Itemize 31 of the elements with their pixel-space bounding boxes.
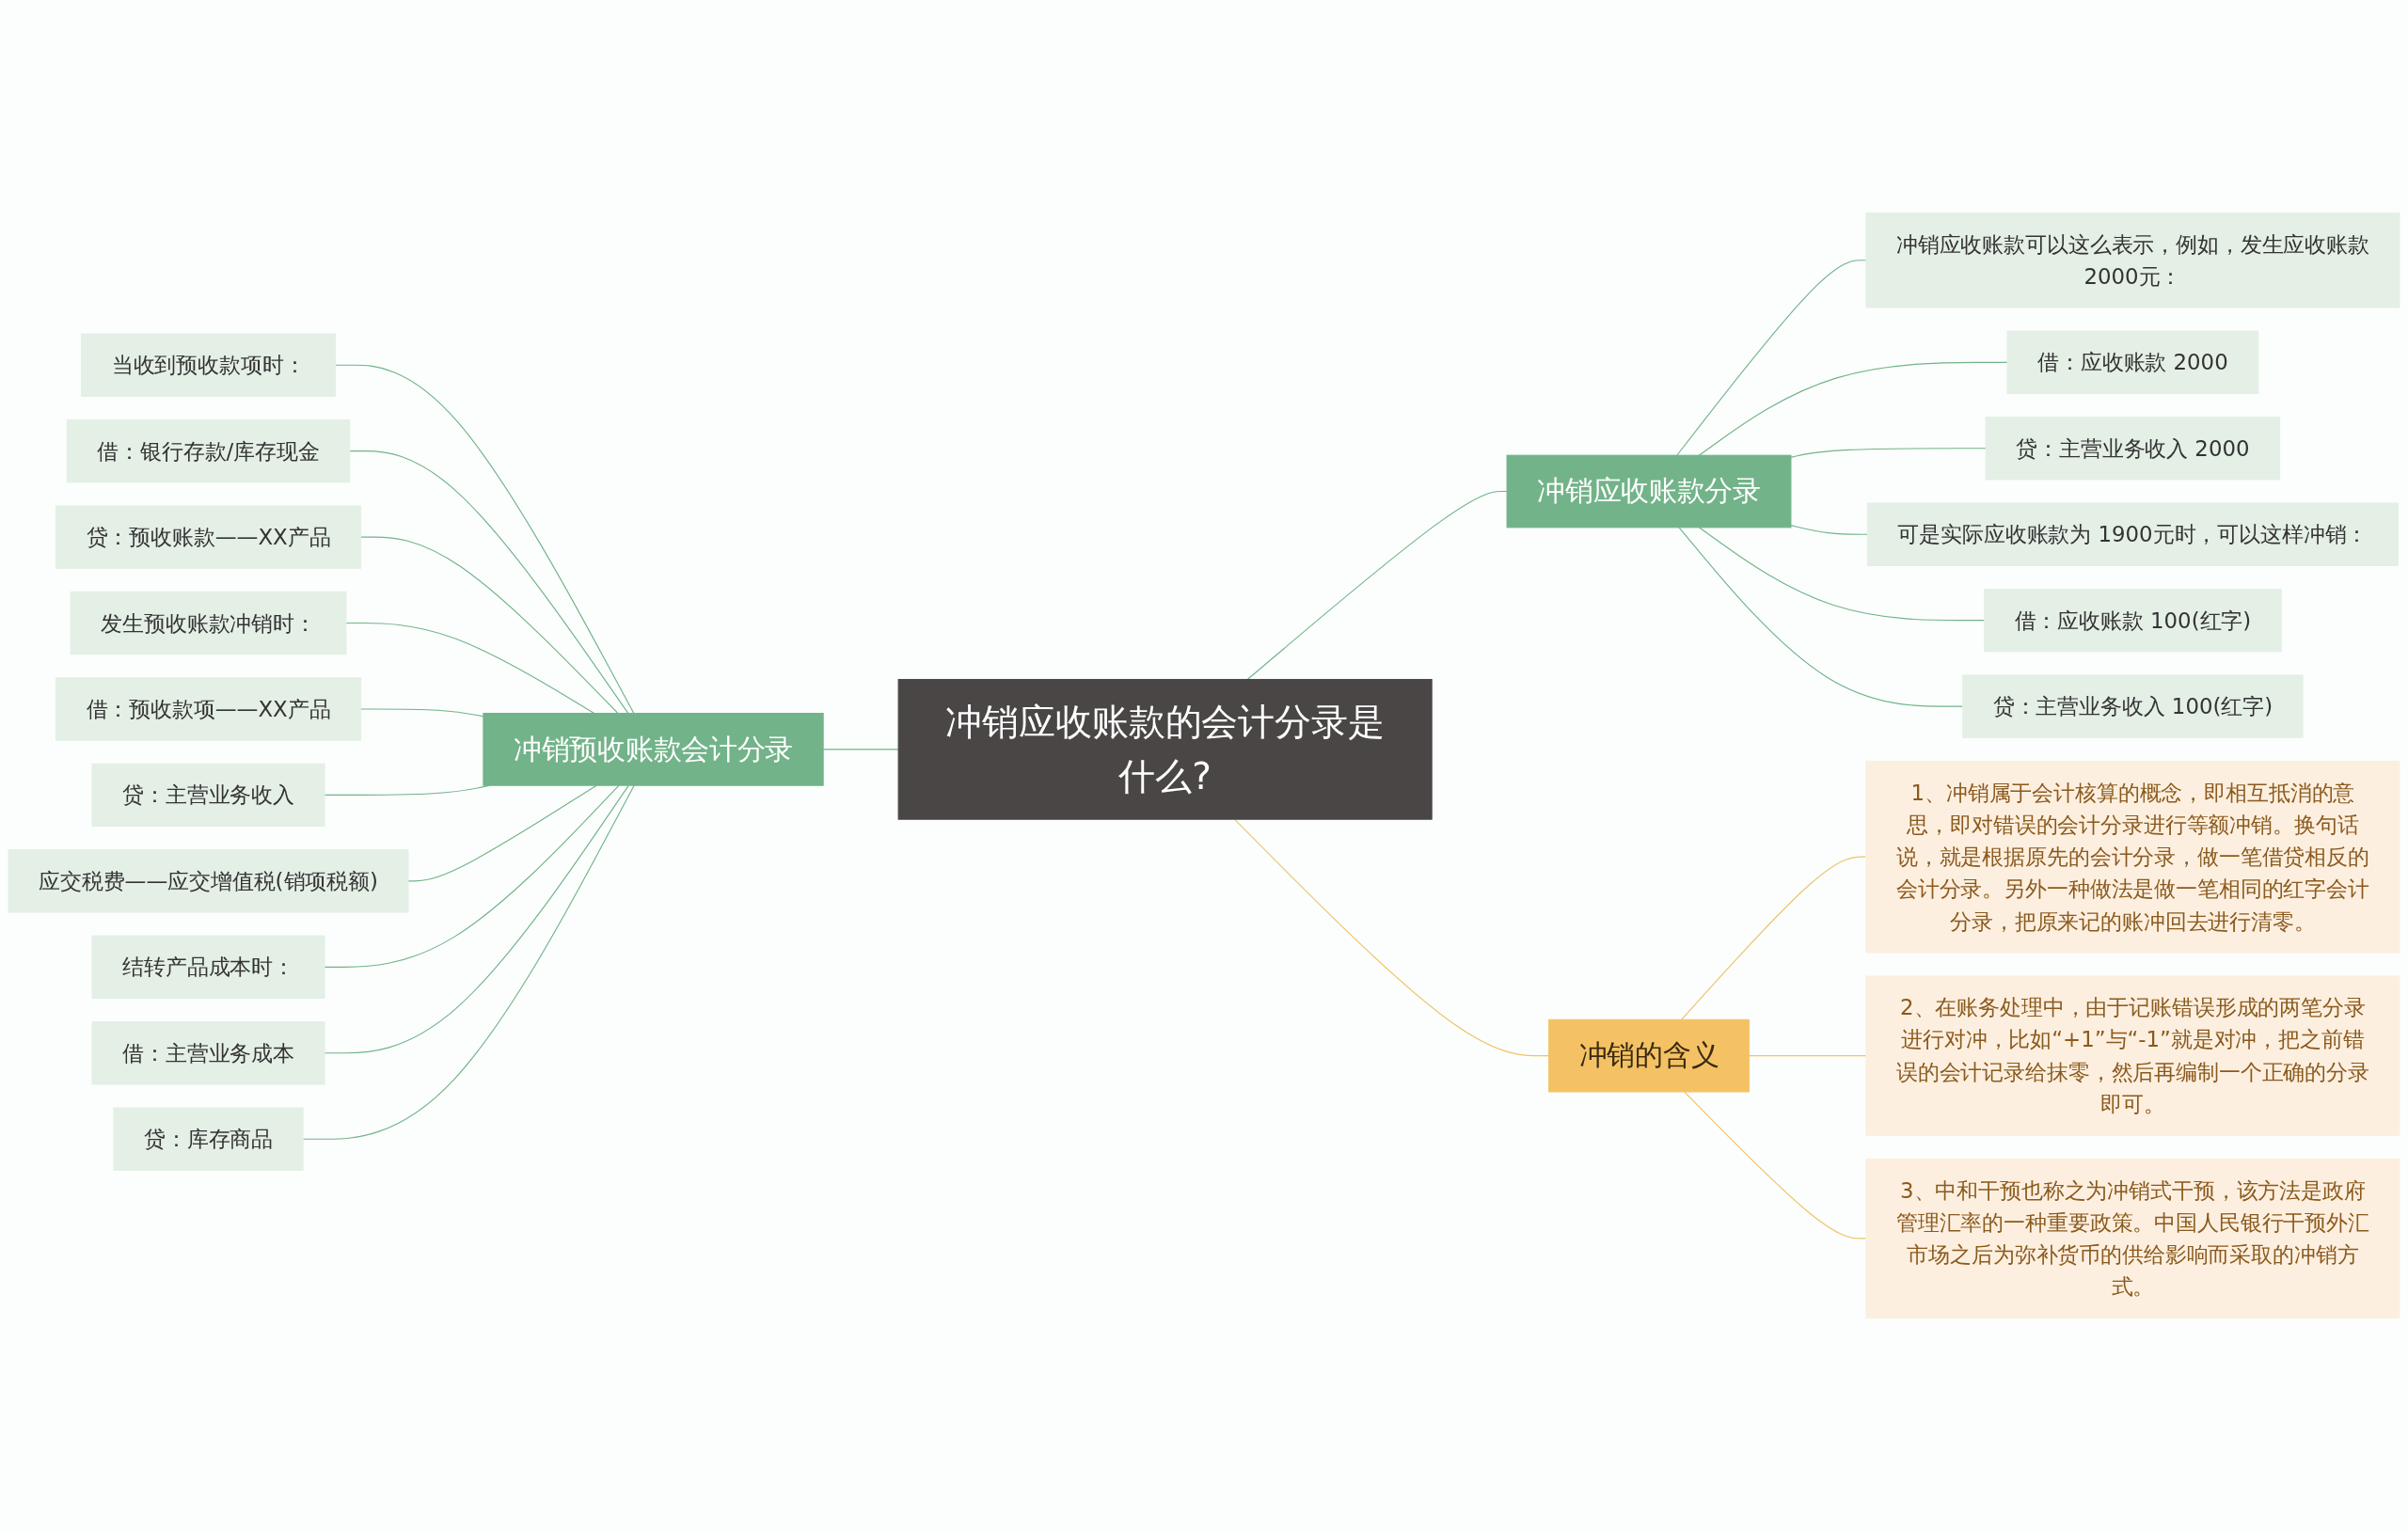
- connector: [1698, 361, 2008, 456]
- connector: [349, 450, 629, 715]
- node-box: 借：主营业务成本: [91, 1021, 325, 1085]
- node-box: 贷：库存商品: [113, 1107, 304, 1171]
- node-box: 冲销预收账款会计分录: [483, 713, 824, 786]
- node-box: 结转产品成本时：: [91, 935, 325, 1000]
- connector: [1246, 490, 1508, 681]
- node-box: 贷：主营业务收入 2000: [1985, 417, 2281, 481]
- node-box: 冲销应收账款分录: [1506, 454, 1792, 529]
- node-box: 贷：主营业务收入 100(红字): [1962, 674, 2304, 738]
- node-box: 1、冲销属于会计核算的概念，即相互抵消的意思，即对错误的会计分录进行等额冲销。换句话说，就是根据原先的会计分录，做一笔借贷相反的会计分录。另外一种做法是做一笔相同的红字会计分录，把原来记的账冲回去进行清零。: [1865, 760, 2400, 954]
- node-box: 借：应收账款 2000: [2006, 330, 2259, 395]
- connector: [1790, 448, 1987, 458]
- connector: [407, 784, 597, 882]
- node-box: 借：应收账款 100(红字): [1984, 588, 2282, 653]
- node-box: 发生预收账款冲销时：: [70, 591, 347, 655]
- connector: [345, 622, 595, 715]
- node-box: 冲销的含义: [1548, 1018, 1750, 1093]
- connector: [324, 784, 629, 1054]
- node-box: 借：预收款项——XX产品: [55, 677, 362, 741]
- node-box: 可是实际应收账款为 1900元时，可以这样冲销：: [1866, 502, 2399, 566]
- node-box: 3、中和干预也称之为冲销式干预，该方法是政府管理汇率的一种重要政策。中国人民银行干预外汇市场之后为弥补货币的供给影响而采取的冲销方式。: [1865, 1158, 2400, 1319]
- node-box: 贷：预收账款——XX产品: [55, 505, 362, 569]
- node-box: 贷：主营业务收入: [91, 763, 325, 828]
- node-box: 2、在账务处理中，由于记账错误形成的两笔分录进行对冲，比如“+1”与“-1”就是对冲，把之前错误的会计记录给抹零，然后再编制一个正确的分录即可。: [1865, 975, 2400, 1136]
- node-box: 当收到预收款项时：: [81, 333, 336, 397]
- node-box: 应交税费——应交增值税(销项税额): [8, 849, 409, 913]
- node-box: 冲销应收账款可以这么表示，例如，发生应收账款2000元：: [1865, 212, 2400, 308]
- connector: [324, 784, 620, 968]
- node-box: 冲销应收账款的会计分录是什么?: [897, 679, 1433, 820]
- node-box: 借：银行存款/库存现金: [66, 418, 351, 483]
